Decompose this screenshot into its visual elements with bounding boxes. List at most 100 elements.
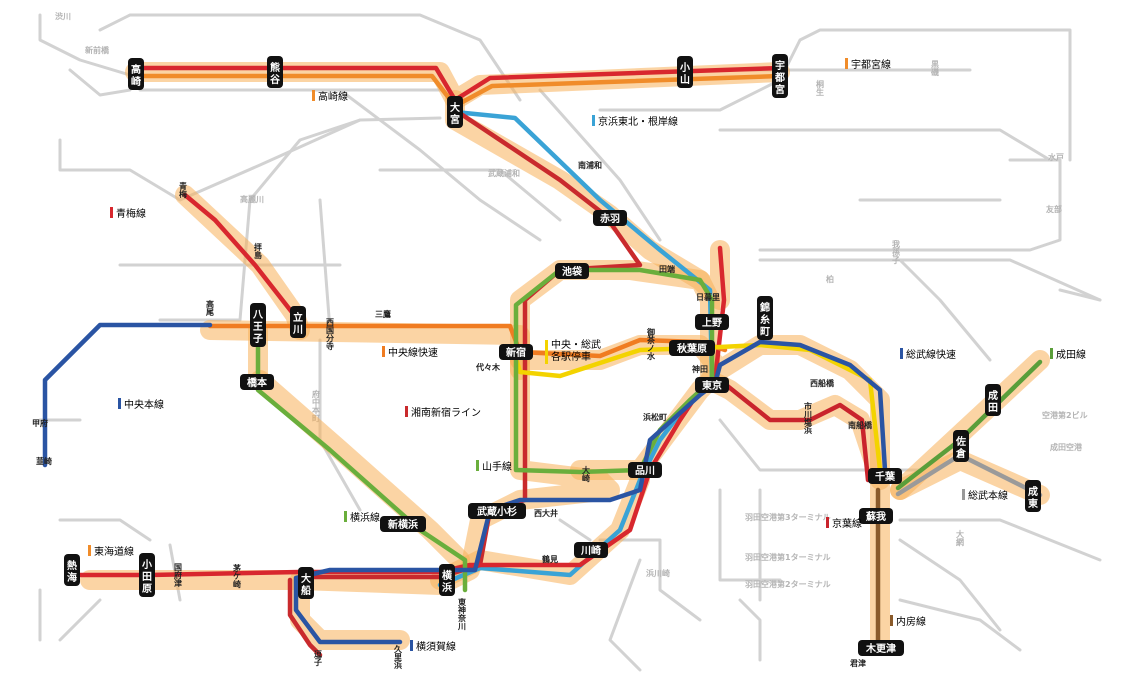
- station-pill: [669, 340, 715, 356]
- station-shinyokohama: 新横浜: [380, 516, 426, 532]
- legend-label: 東海道線: [94, 547, 134, 558]
- station-pill: [868, 468, 902, 484]
- legend-label-group: 中央・総武 各駅停車: [551, 340, 601, 364]
- small-station-mitaka: 三鷹: [375, 309, 391, 319]
- legend-yamanote: 山手線: [476, 458, 512, 473]
- legend-swatch: [410, 640, 413, 651]
- yokosuka-line: [293, 377, 723, 645]
- small-station-tabata: 田端: [659, 264, 675, 274]
- station-pill: [628, 462, 662, 478]
- legend-swatch: [545, 340, 548, 364]
- station-name: 品川: [635, 465, 655, 477]
- station-pill: [859, 508, 893, 524]
- station-pill: [240, 374, 274, 390]
- station-name-char: 熊: [270, 61, 280, 74]
- station-name: 上野: [702, 316, 722, 329]
- small-station-ome: 青梅: [179, 181, 188, 199]
- station-name-char: 原: [142, 583, 152, 595]
- station-name-char: 海: [67, 571, 77, 584]
- station-hashimoto: 橋本: [240, 374, 274, 390]
- small-station-nippori: 日暮里: [696, 292, 720, 302]
- small-station-minami_urawa: 南浦和: [578, 160, 602, 170]
- station-ofuna: 大船: [298, 567, 314, 599]
- station-pill: [953, 430, 969, 462]
- legend-sobu-rapid: 総武線快速: [900, 346, 956, 361]
- station-kumagaya: 熊谷: [267, 56, 283, 88]
- small-station-zushi: 逗子: [314, 650, 323, 667]
- station-pill: [439, 564, 455, 596]
- station-name: 武蔵小杉: [477, 505, 517, 518]
- station-hachioji: 八王子: [250, 303, 266, 347]
- legend-chuo-rapid: 中央線快速: [382, 344, 438, 359]
- legend-label: 湘南新宿ライン: [411, 408, 481, 419]
- legend-label: 総武本線: [968, 491, 1008, 502]
- takasaki-line-parallel: [132, 73, 458, 109]
- station-name: 新横浜: [388, 518, 418, 531]
- station-name-char: 糸: [760, 313, 770, 326]
- legend-label: 横浜線: [350, 513, 380, 524]
- station-name-char: 宮: [775, 83, 785, 96]
- legend-keiyo: 京葉線: [826, 515, 862, 530]
- legend-swatch: [476, 460, 479, 471]
- station-atami: 熱海: [64, 554, 80, 586]
- station-pill: [447, 96, 463, 128]
- station-musashikosugi: 武蔵小杉: [468, 503, 526, 519]
- station-name-char: 横: [442, 569, 453, 582]
- station-name-char: 王: [253, 321, 263, 333]
- small-station-minamifunabashi: 南船橋: [848, 420, 873, 430]
- small-station-labels: 南浦和青梅拝島高尾西国分寺三鷹田端日暮里代々木御茶ノ水神田甲府韮崎浜松町西船橋市…: [32, 160, 873, 670]
- legend-chuo-main: 中央本線: [118, 396, 164, 411]
- station-akihabara: 秋葉原: [669, 340, 715, 356]
- station-name-char: 立: [293, 311, 303, 324]
- legend-label: 総武線快速: [906, 350, 956, 361]
- legend-swatch: [826, 517, 829, 528]
- legend-label: 内房線: [896, 617, 926, 628]
- legend-label: 京葉線: [832, 519, 862, 530]
- grey-label-kashiwa: 柏: [826, 274, 835, 284]
- station-pill: [468, 503, 526, 519]
- station-name-char: 成: [1028, 485, 1038, 498]
- legend-narita: 成田線: [1050, 346, 1086, 361]
- legend-label: 山手線: [482, 462, 512, 473]
- legend-swatch: [962, 489, 965, 500]
- station-name-char: 谷: [270, 73, 281, 86]
- station-name: 赤羽: [600, 212, 620, 225]
- legend-yokosuka: 横須賀線: [410, 638, 456, 653]
- legend-swatch: [344, 511, 347, 522]
- station-name-char: 都: [774, 71, 785, 84]
- station-name-char: 成: [988, 389, 998, 402]
- station-name: 東京: [702, 379, 722, 392]
- grey-label-haneda3: 羽田空港第3ターミナル: [745, 512, 831, 522]
- small-station-nishikokubunji: 西国分寺: [326, 318, 335, 351]
- legend-ome: 青梅線: [110, 205, 146, 220]
- station-name-char: 田: [988, 402, 998, 414]
- station-name: 池袋: [562, 265, 583, 278]
- legend-swatch: [312, 90, 315, 101]
- station-name-char: 八: [252, 309, 264, 321]
- station-pill: [267, 56, 283, 88]
- station-shinagawa: 品川: [628, 462, 662, 478]
- station-kawasaki: 川崎: [574, 542, 608, 558]
- station-name: 橋本: [247, 376, 268, 389]
- yamanote-line: [513, 267, 715, 475]
- station-kisarazu: 木更津: [858, 640, 904, 656]
- station-pill: [985, 384, 1001, 416]
- station-name-char: 熱: [67, 559, 77, 572]
- small-station-nirasaki: 韮崎: [36, 456, 52, 466]
- station-pill: [555, 263, 589, 279]
- station-pill: [250, 303, 266, 347]
- legend-label: 成田線: [1056, 350, 1086, 361]
- small-station-kurihama: 久里浜: [393, 644, 403, 670]
- station-pill: [290, 306, 306, 338]
- station-name-char: 宇: [775, 59, 785, 72]
- small-station-tsurumi: 鶴見: [541, 554, 558, 564]
- station-name-char: 倉: [955, 447, 967, 460]
- grey-label-naritaairport: 成田空港: [1050, 442, 1083, 452]
- station-soga: 蘇我: [859, 508, 893, 524]
- small-station-ichikawashiohama: 市川塩浜: [804, 401, 813, 435]
- station-name-char: 船: [301, 584, 311, 597]
- legend-swatch: [405, 406, 408, 417]
- station-narita: 成田: [985, 384, 1001, 416]
- station-pill: [695, 377, 729, 393]
